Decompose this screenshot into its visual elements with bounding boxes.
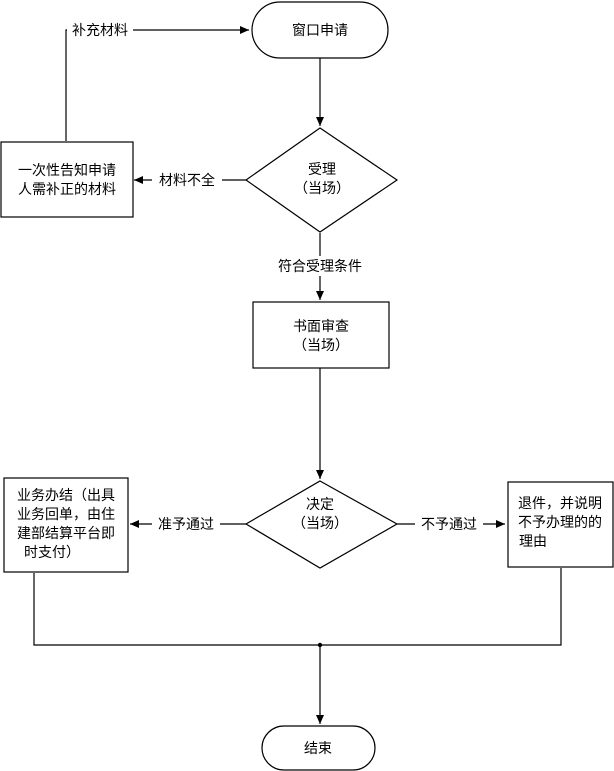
node-complete-line1: 业务办结（出具 — [17, 488, 115, 504]
merge-point — [317, 642, 323, 648]
node-accept: 受理 （当场） — [244, 127, 399, 233]
node-end: 结束 — [261, 725, 376, 771]
node-end-label: 结束 — [304, 741, 332, 757]
edge-label-denied: 不予通过 — [421, 517, 477, 533]
edge-complete-to-merge — [33, 573, 320, 646]
node-complete-line2: 业务回单，由住 — [17, 507, 115, 523]
node-reject-line1: 退件，并说明 — [518, 496, 602, 512]
edge-notify-to-start — [65, 26, 249, 141]
node-decide: 决定 （当场） — [244, 480, 399, 569]
node-reject-line3: 理由 — [519, 534, 547, 550]
edge-label-eligible: 符合受理条件 — [278, 258, 362, 275]
node-complete-line3: 建部结算平台即 — [17, 526, 115, 542]
node-notify-line1: 一次性告知申请 — [18, 162, 116, 179]
node-complete-line4: 时支付） — [24, 545, 80, 561]
edge-label-approved: 准予通过 — [158, 517, 214, 533]
edge-label-incomplete: 材料不全 — [159, 172, 215, 189]
node-reject-line2: 不予办理的的 — [518, 515, 602, 531]
node-accept-line1: 受理 — [308, 162, 336, 178]
node-reject: 退件，并说明 不予办理的的 理由 — [507, 481, 614, 568]
node-review: 书面审查 （当场） — [252, 301, 390, 369]
node-review-line1: 书面审查 — [293, 319, 349, 335]
node-notify-line2: 人需补正的材料 — [18, 182, 116, 198]
node-review-line2: （当场） — [293, 338, 349, 354]
node-start: 窗口申请 — [251, 1, 389, 59]
node-notify: 一次性告知申请 人需补正的材料 — [0, 141, 134, 218]
edge-reject-to-merge — [320, 568, 562, 646]
node-accept-line2: （当场） — [294, 181, 350, 197]
node-decide-line2: （当场） — [292, 516, 348, 532]
edge-label-supplement: 补充材料 — [72, 23, 128, 39]
node-decide-line1: 决定 — [306, 497, 334, 513]
node-start-label: 窗口申请 — [292, 22, 348, 39]
node-complete: 业务办结（出具 业务回单，由住 建部结算平台即 时支付） — [3, 477, 129, 573]
